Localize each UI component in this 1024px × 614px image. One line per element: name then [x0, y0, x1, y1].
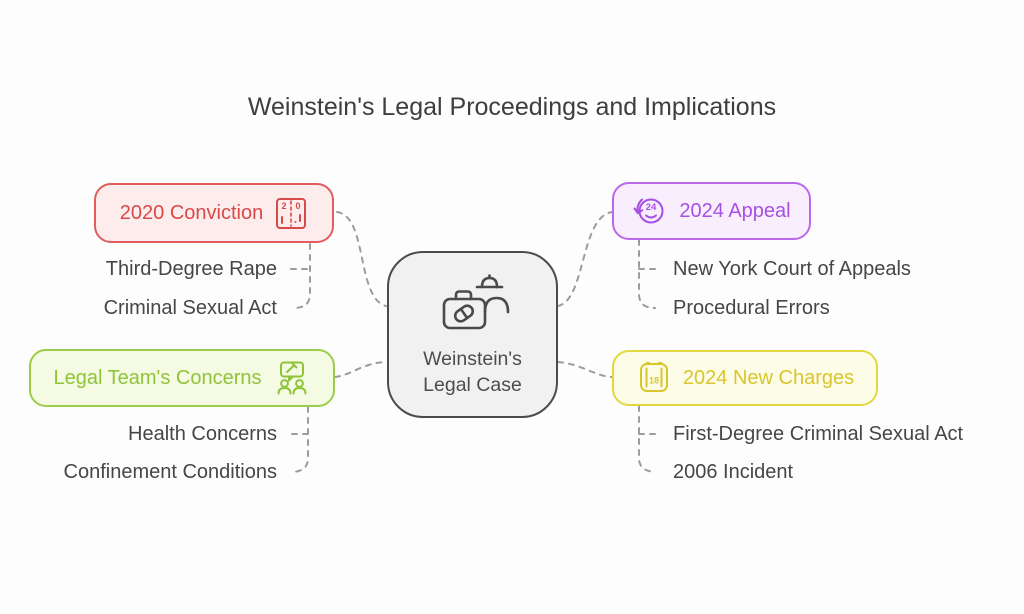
- sub-item-label: New York Court of Appeals: [673, 258, 911, 280]
- center-label-line2: Legal Case: [423, 374, 522, 396]
- branch-node-2024-appeal: 24 2024 Appeal: [612, 182, 811, 240]
- briefcase-person-icon: [431, 271, 515, 342]
- center-label-line1: Weinstein's: [423, 348, 522, 370]
- center-node-label: Weinstein's Legal Case: [423, 346, 522, 398]
- appeal-24-digit: 24: [646, 202, 657, 213]
- diagram-title: Weinstein's Legal Proceedings and Implic…: [247, 93, 777, 121]
- score-right-digit: 0: [296, 201, 301, 211]
- sub-item-label: Procedural Errors: [673, 297, 830, 319]
- branch-node-2020-conviction: 2020 Conviction 2 0: [94, 183, 334, 243]
- scoreboard-icon: 2 0: [274, 194, 308, 232]
- branch-node-legal-teams-concerns: Legal Team's Concerns: [29, 349, 335, 407]
- sub-item-label: First-Degree Criminal Sexual Act: [673, 423, 964, 445]
- branch-label: 2024 Appeal: [679, 199, 791, 222]
- connector-concerns-children: [286, 406, 309, 473]
- charges-18-digit: 18: [649, 376, 659, 386]
- calendar-18-icon: 18: [636, 359, 672, 397]
- branch-label: Legal Team's Concerns: [53, 366, 262, 389]
- branch-label: 2020 Conviction: [119, 201, 264, 224]
- connector-conviction-to-center: [336, 211, 387, 307]
- sub-item-label: Health Concerns: [128, 423, 277, 445]
- sub-item-label: 2006 Incident: [673, 461, 794, 483]
- score-left-digit: 2: [282, 201, 287, 211]
- connector-concerns-to-center: [334, 361, 387, 378]
- connector-center-to-appeal: [557, 211, 613, 307]
- branch-node-2024-new-charges: 18 2024 New Charges: [612, 350, 878, 406]
- branch-label: 2024 New Charges: [682, 366, 855, 389]
- 24-hour-arrow-icon: 24: [632, 193, 668, 229]
- connector-appeal-children: [638, 239, 660, 309]
- sub-item-label: Confinement Conditions: [63, 461, 277, 483]
- sub-item-label: Criminal Sexual Act: [103, 297, 277, 319]
- connector-charges-children: [638, 405, 660, 473]
- team-discussion-icon: [273, 360, 311, 396]
- center-node-weinsteins-legal-case: Weinstein's Legal Case: [387, 251, 558, 418]
- sub-item-label: Third-Degree Rape: [105, 258, 277, 280]
- connector-center-to-charges: [557, 361, 613, 378]
- connector-conviction-children: [286, 243, 311, 309]
